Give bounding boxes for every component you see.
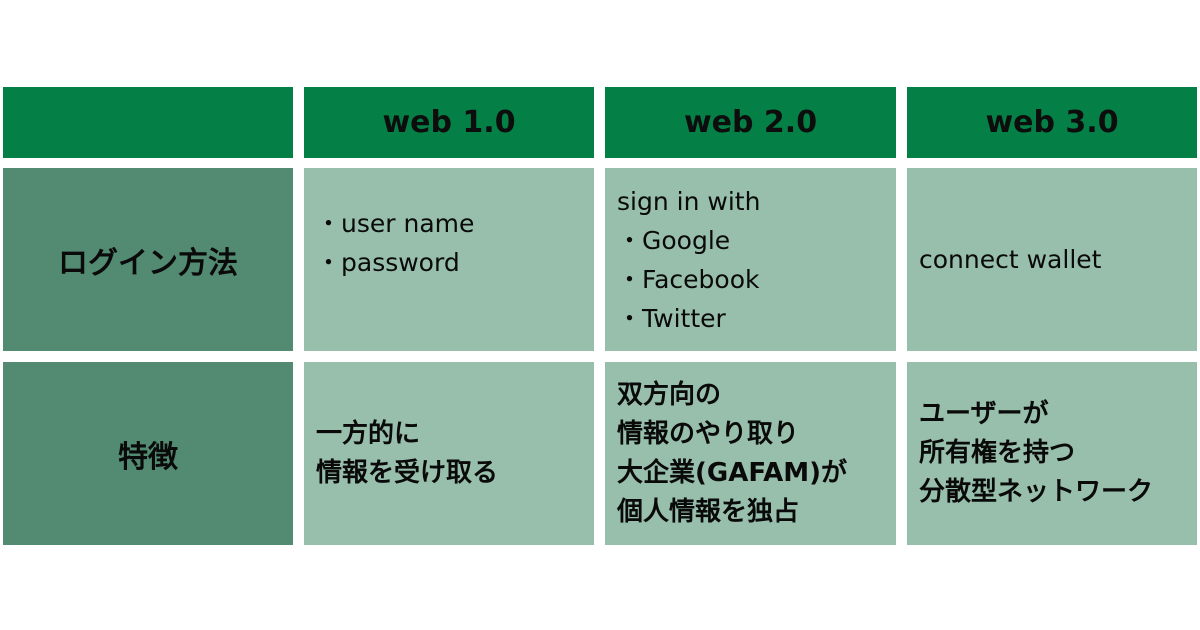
cell-web1-login: ・user name ・password bbox=[304, 168, 594, 351]
cell-web3-characteristics: ユーザーが 所有権を持つ 分散型ネットワーク bbox=[907, 362, 1197, 545]
cell-web2-login: sign in with ・Google ・Facebook ・Twitter bbox=[605, 168, 896, 351]
cell-line: 所有権を持つ bbox=[919, 438, 1076, 468]
cell-web2-characteristics: 双方向の 情報のやり取り 大企業(GAFAM)が 個人情報を独占 bbox=[605, 362, 896, 545]
cell-line: 個人情報を独占 bbox=[617, 496, 800, 527]
cell-line: 大企業(GAFAM)が bbox=[617, 457, 848, 488]
row-label-login-method: ログイン方法 bbox=[3, 168, 293, 351]
cell-web3-login: connect wallet bbox=[907, 168, 1197, 351]
cell-line: 双方向の bbox=[617, 379, 722, 410]
cell-line: ユーザーが bbox=[919, 399, 1049, 429]
header-web1: web 1.0 bbox=[304, 87, 594, 158]
row-label-characteristics: 特徴 bbox=[3, 362, 293, 545]
cell-line: connect wallet bbox=[919, 245, 1102, 274]
cell-line: 情報のやり取り bbox=[617, 418, 800, 449]
cell-line: ・password bbox=[316, 248, 460, 277]
header-corner-cell bbox=[3, 87, 293, 158]
cell-web1-characteristics: 一方的に 情報を受け取る bbox=[304, 362, 594, 545]
header-web3: web 3.0 bbox=[907, 87, 1197, 158]
header-web2: web 2.0 bbox=[605, 87, 896, 158]
cell-line: 分散型ネットワーク bbox=[919, 477, 1154, 507]
cell-line: ・Facebook bbox=[617, 264, 760, 294]
cell-line: ・Google bbox=[617, 225, 731, 255]
cell-line: 一方的に bbox=[316, 418, 421, 449]
cell-line: sign in with bbox=[617, 186, 761, 216]
cell-line: ・Twitter bbox=[617, 303, 726, 333]
cell-line: ・user name bbox=[316, 209, 475, 238]
cell-line: 情報を受け取る bbox=[316, 457, 499, 488]
